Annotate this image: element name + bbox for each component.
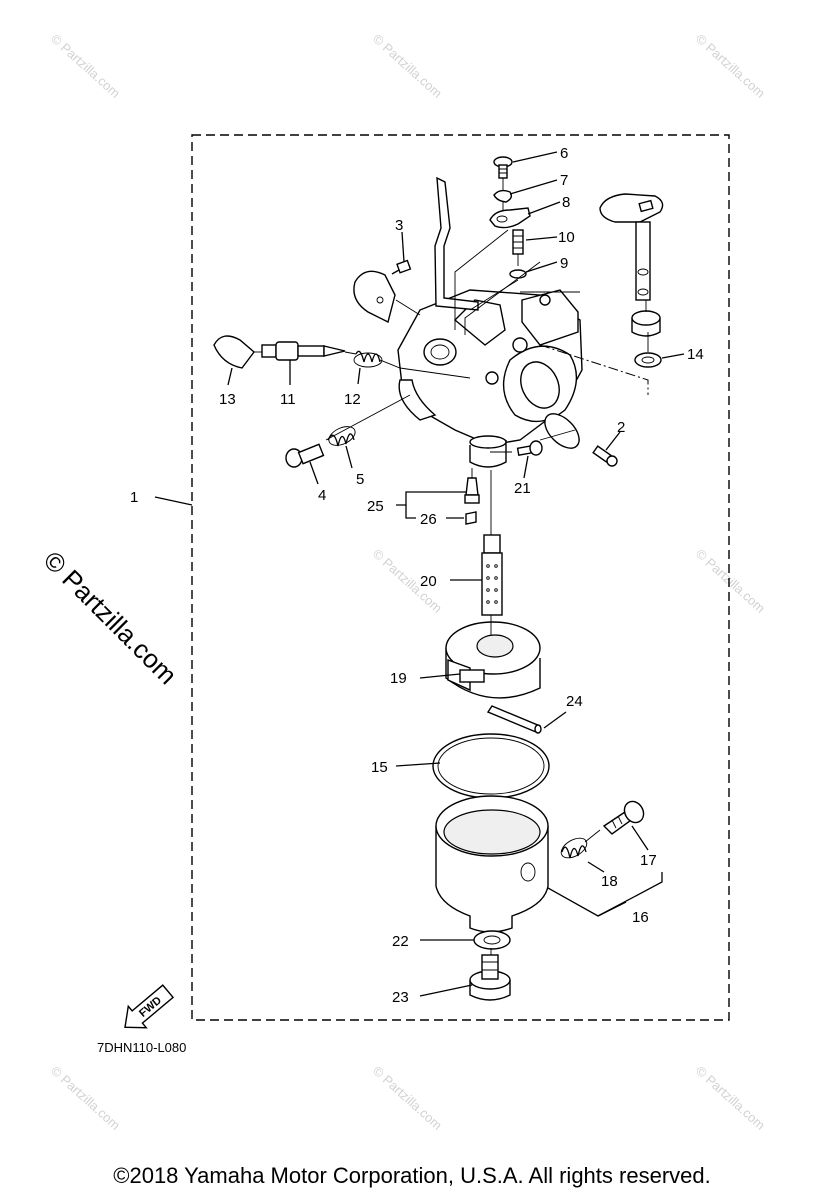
callout-3: 3 [395,217,403,234]
watermark-tile: © Partzilla.com [48,31,123,101]
throttle-lever [434,176,479,311]
float-19 [445,621,541,699]
copyright-notice: ©2018 Yamaha Motor Corporation, U.S.A. A… [113,1163,711,1188]
watermark-tile: © Partzilla.com [48,1063,123,1133]
fwd-arrow-icon: FWD [124,984,175,1029]
callout-21: 21 [514,480,531,497]
callout-22: 22 [392,933,409,950]
callout-5: 5 [356,471,364,488]
callout-12: 12 [344,391,361,408]
screw-6 [493,156,513,179]
callout-20: 20 [420,573,437,590]
watermark-main: © Partzilla.com [38,545,183,690]
callout-10: 10 [558,229,575,246]
cap-13 [213,335,255,369]
callout-19: 19 [390,670,407,687]
callout-8: 8 [562,194,570,211]
assembly-boundary [191,134,730,1021]
emulsion-tube-20 [481,534,503,616]
screw-4 [285,443,325,468]
plate-2 [544,413,618,467]
callout-18: 18 [601,873,618,890]
callout-4: 4 [318,487,326,504]
drain-screw-17 [602,800,645,835]
callout-17: 17 [640,852,657,869]
spring-18 [560,837,588,859]
bolt-23 [469,954,511,1001]
alignment-lines [254,178,649,955]
main-jet-25 [464,477,480,504]
watermark-tile: © Partzilla.com [693,546,768,616]
callout-16: 16 [632,909,649,926]
pilot-screw-11 [261,341,346,361]
callout-11: 11 [280,391,296,408]
plate-8 [489,207,531,229]
washer-22 [473,930,511,950]
clip-7 [493,189,513,203]
callout-6: 6 [560,145,568,162]
washer-26 [465,511,477,525]
watermark-tile: © Partzilla.com [693,31,768,101]
callout-24: 24 [566,693,583,710]
spring-12 [353,350,383,368]
callout-numbers: 1 2 3 4 5 6 7 8 9 10 11 12 13 14 15 16 1… [130,145,704,1006]
callout-2: 2 [617,419,625,436]
callout-14: 14 [687,346,704,363]
watermark-tiles: © Partzilla.com © Partzilla.com © Partzi… [48,31,768,1133]
pin-24 [486,705,542,734]
callout-26: 26 [420,511,437,528]
gasket-15 [432,733,550,799]
float-bowl-16 [435,795,549,933]
callout-7: 7 [560,172,568,189]
throttle-plate [353,270,396,324]
bushing-14 [631,310,662,368]
watermark-tile: © Partzilla.com [370,1063,445,1133]
spring-5 [327,426,356,447]
leader-lines [154,151,685,997]
diagram-ref-code: 7DHN110-L080 [97,1040,186,1055]
watermark-tile: © Partzilla.com [693,1063,768,1133]
callout-15: 15 [371,759,388,776]
carburetor-body [397,289,583,468]
callout-9: 9 [560,255,568,272]
screw-21 [516,440,543,456]
callout-23: 23 [392,989,409,1006]
watermark-tile: © Partzilla.com [370,31,445,101]
screw-3 [391,259,412,275]
callout-13: 13 [219,391,236,408]
callout-25: 25 [367,498,384,515]
callout-1: 1 [130,489,138,506]
jet-10 [512,229,524,255]
choke-shaft [599,193,664,301]
